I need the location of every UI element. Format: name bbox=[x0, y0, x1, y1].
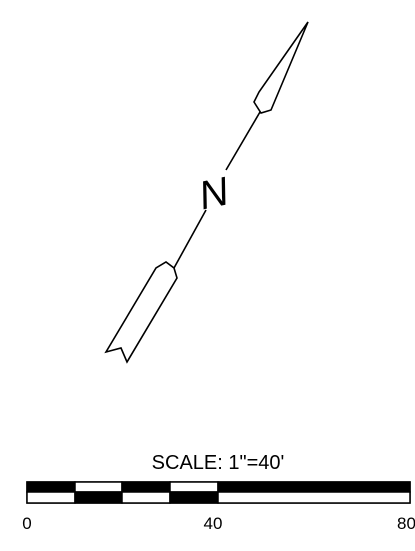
scale-segment bbox=[121, 481, 171, 493]
scale-segment bbox=[74, 491, 123, 504]
scale-tick-label-40: 40 bbox=[204, 514, 223, 533]
scale-segment bbox=[217, 481, 411, 493]
scale-segment bbox=[26, 491, 76, 504]
north-arrow-shaft-upper bbox=[225, 111, 261, 171]
scale-segment bbox=[169, 481, 219, 493]
north-arrow-head bbox=[253, 21, 309, 114]
scale-segment bbox=[74, 481, 123, 493]
north-letter: N bbox=[195, 169, 233, 218]
scale-segment bbox=[121, 491, 171, 504]
scale-segment bbox=[169, 491, 219, 504]
scale-title: SCALE: 1"=40' bbox=[152, 452, 285, 474]
scale-bar bbox=[26, 481, 411, 504]
north-arrow-tail bbox=[104, 261, 178, 364]
scale-segment bbox=[26, 481, 76, 493]
scale-tick-label-80: 80 bbox=[397, 514, 415, 533]
north-arrow-shaft-lower bbox=[173, 209, 207, 269]
scale-tick-label-0: 0 bbox=[22, 514, 31, 533]
north-arrow-icon bbox=[104, 21, 309, 364]
scale-segment bbox=[217, 491, 411, 504]
